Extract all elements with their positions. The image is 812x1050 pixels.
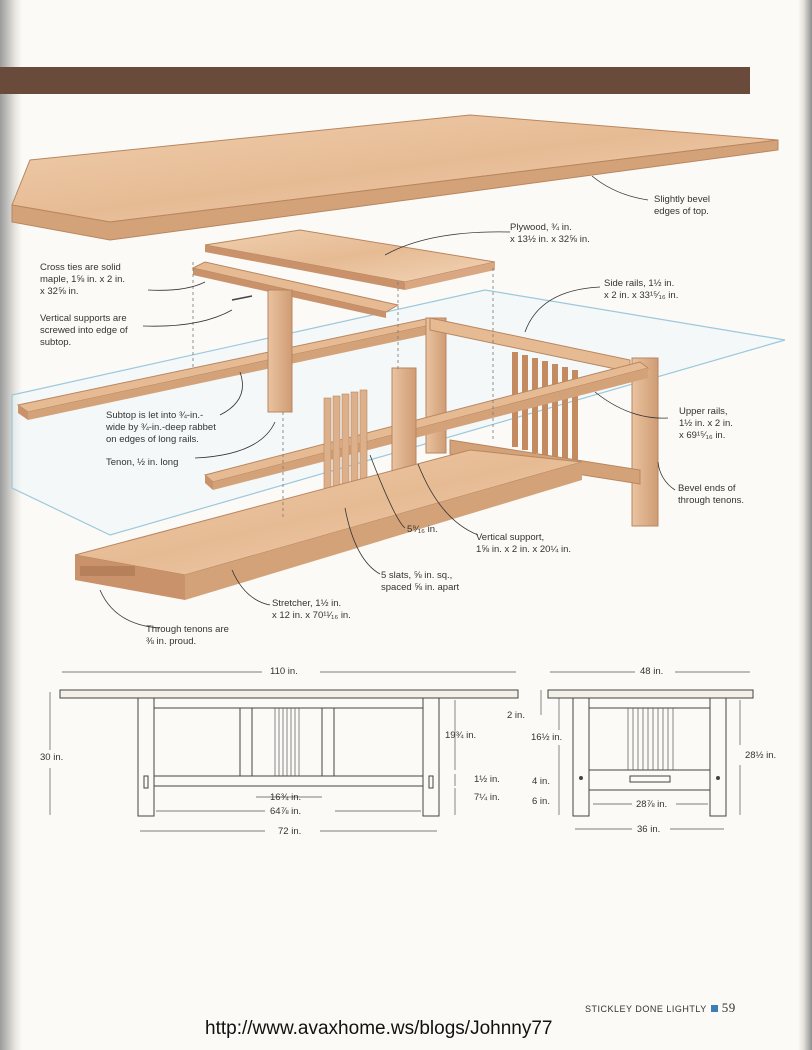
front-elevation [59,689,519,817]
callout-cross-ties: Cross ties are solid maple, 1⅝ in. x 2 i… [40,262,126,297]
dim-stretcher-height: 4 in. [532,776,550,787]
stretcher [74,449,583,600]
dim-top-thickness: 2 in. [507,710,525,721]
running-title: STICKLEY DONE LIGHTLY [585,1004,707,1014]
dim-upper-span: 19¾ in. [445,730,477,741]
dim-side-width: 48 in. [640,666,664,677]
page-footer: STICKLEY DONE LIGHTLY 59 [585,1000,736,1016]
side-slats-elevation [627,708,674,770]
callout-plywood: Plywood, ¾ in. x 13½ in. x 32⅝ in. [510,222,590,245]
back-long-rail [16,317,442,420]
callout-top-bevel: Slightly bevel edges of top. [654,194,710,217]
vertical-support-upper [267,289,293,413]
callout-bevel-ends: Bevel ends of through tenons. [678,483,745,506]
square-bullet-icon [710,1005,718,1012]
dim-side-upper: 16½ in. [531,732,563,743]
callout-stretcher: Stretcher, 1½ in. x 12 in. x 70¹¹⁄₁₆ in. [272,598,351,621]
screw-detail [231,295,253,301]
dimension-lines [49,671,750,832]
front-slats [274,708,300,776]
plywood-panel [204,229,496,290]
dim-side-leg-span: 36 in. [637,824,661,835]
dim-floor-gap: 7¼ in. [474,792,500,803]
watermark-link[interactable]: http://www.avaxhome.ws/blogs/Johnny77 [205,1018,553,1039]
callout-subtop: Subtop is let into ¾-in.- wide by ¾-in.-… [106,410,216,445]
dim-leg-span: 72 in. [278,826,302,837]
side-elevation [547,689,754,817]
front-upper-rail [203,361,650,490]
callout-slat-gap: 5⁹⁄₁₆ in. [407,524,438,535]
dim-front-width: 110 in. [270,666,298,677]
page-edge-shadow [798,0,812,1050]
callout-slats: 5 slats, ⅝ in. sq., spaced ⅝ in. apart [381,570,460,593]
callout-tenon: Tenon, ½ in. long [106,457,179,468]
dim-slat-section: 16¾ in. [270,792,302,803]
callout-leaders [99,175,676,629]
callout-side-rails: Side rails, 1½ in. x 2 in. x 33¹⁵⁄₁₆ in. [604,278,679,301]
callout-through-tenons: Through tenons are ⅜ in. proud. [146,624,229,647]
dim-side-height: 28½ in. [745,750,777,761]
tabletop [11,114,779,241]
dim-inner-length: 64⅞ in. [270,806,302,817]
dim-side-inner: 28⅞ in. [636,799,668,810]
callout-upper-rails: Upper rails, 1½ in. x 2 in. x 69¹⁵⁄₁₆ in… [679,406,733,441]
callout-vertical-support: Vertical support, 1⅝ in. x 2 in. x 20¼ i… [476,532,572,555]
page-gutter-shadow [0,0,22,1050]
chapter-header-bar [0,67,750,94]
dim-height: 30 in. [40,752,64,763]
dim-side-floor-gap: 6 in. [532,796,550,807]
callout-vertical-supports-screwed: Vertical supports are screwed into edge … [40,313,128,348]
page-number: 59 [721,1000,736,1015]
dim-rail-height: 1½ in. [474,774,500,785]
assembly-guide-lines [192,262,494,520]
